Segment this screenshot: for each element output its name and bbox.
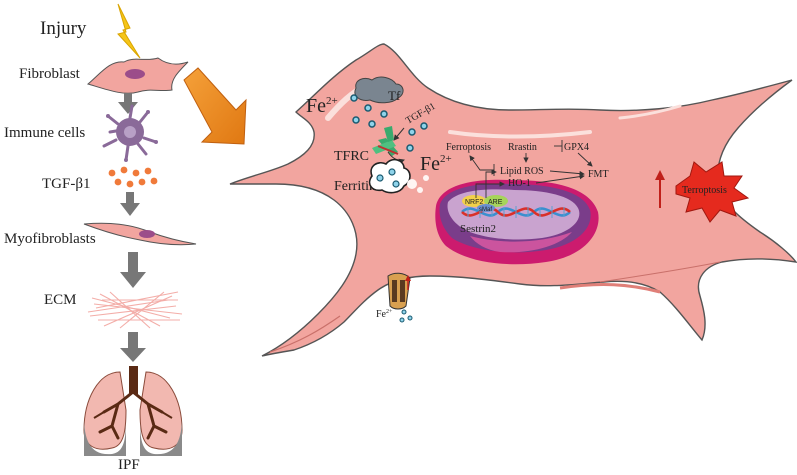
ferroptosis-label: Ferroptosis (446, 142, 491, 153)
iron-ions-inside (406, 122, 428, 152)
big-orange-arrow (183, 67, 247, 145)
iron-ions-outside (350, 94, 388, 128)
myofibroblasts-label: Myofibroblasts (4, 231, 96, 247)
down-arrow-3 (120, 252, 146, 288)
ferritin-icon (368, 158, 411, 194)
fibroblast-label: Fibroblast (19, 66, 81, 82)
nrf2-label: NRF2 (465, 199, 483, 206)
are-label: ARE (488, 199, 503, 206)
ion-channel-icon (387, 272, 411, 310)
ferritin-label: Ferritin (334, 179, 376, 194)
erastin-label: Rrastin (508, 142, 537, 153)
ecm-label: ECM (44, 292, 77, 308)
fibroblast-cell-icon (86, 57, 189, 94)
nucleus-icon (435, 179, 599, 265)
pathway-column: Injury Fibroblast Immune cells TGF-β1 (4, 3, 197, 473)
burst-icon (675, 161, 750, 223)
fmt-label: FMT (588, 169, 609, 180)
tgf-particles-icon (108, 166, 158, 188)
sestrin2-label: Sestrin2 (460, 223, 496, 235)
injury-label: Injury (40, 18, 87, 39)
lungs-icon (83, 366, 183, 456)
tgf-label: TGF-β1 (42, 176, 90, 192)
down-arrow-1 (118, 93, 138, 114)
signaling-network: Ferroptosis Rrastin GPX4 Lipid ROS FMT H… (446, 140, 609, 198)
fe-outside-label: Fe2+ (306, 95, 338, 117)
tf-protein-icon (354, 76, 404, 104)
ipf-label: IPF (118, 457, 140, 473)
down-arrow-4 (120, 332, 146, 362)
tfrc-label: TFRC (334, 149, 369, 164)
down-arrow-2 (120, 192, 140, 216)
vesicles (407, 175, 429, 193)
myofibroblast-icon (83, 222, 197, 246)
fe-inside-label: Fe2+ (420, 153, 452, 175)
lightning-icon (117, 3, 141, 59)
tf-label: Tf (388, 88, 401, 103)
iron-ions-channel (399, 309, 413, 323)
fe-channel-label: Fe2+ (376, 309, 393, 320)
ho1-label: HO-1 (508, 178, 531, 189)
tgf-arrow (393, 127, 405, 141)
immune-cells-label: Immune cells (4, 125, 85, 141)
nrf2-complex: NRF2 ARE sMaf (462, 195, 508, 213)
terroptosis-label: Terroptosis (682, 185, 727, 196)
tfrc-receptor-icon (372, 126, 399, 156)
ecm-fibers-icon (87, 291, 183, 329)
lipid-ros-label: Lipid ROS (500, 166, 544, 177)
up-arrow-red (655, 170, 665, 208)
smaf-label: sMaf (479, 207, 492, 213)
immune-cell-icon (102, 104, 158, 162)
gpx4-label: GPX4 (564, 142, 589, 153)
